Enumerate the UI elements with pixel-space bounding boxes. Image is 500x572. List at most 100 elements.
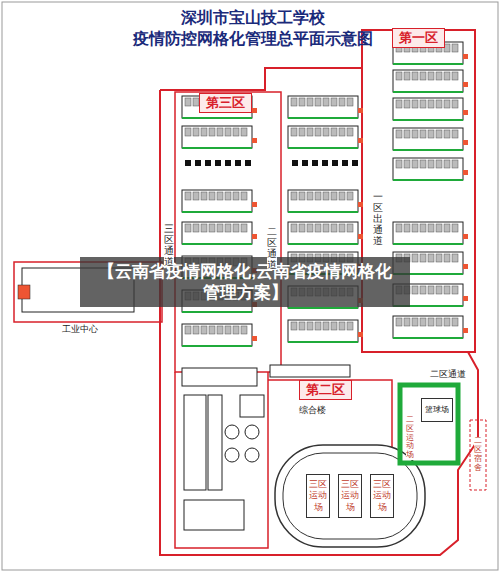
- fan: [245, 425, 259, 439]
- room: [347, 98, 353, 106]
- building: [208, 395, 222, 490]
- gate: [18, 285, 30, 299]
- gate: [463, 54, 468, 59]
- room: [225, 128, 231, 136]
- room: [233, 192, 239, 200]
- area-label: 工业中心: [62, 323, 98, 336]
- equipment: [185, 160, 191, 166]
- room: [209, 326, 215, 334]
- dorm-block: [393, 316, 463, 338]
- room: [436, 224, 442, 232]
- vertical-label: 三区通道: [164, 223, 174, 267]
- vertical-label: 一区出通道: [373, 191, 383, 246]
- room: [420, 130, 426, 138]
- zone-label: 第二区: [299, 380, 352, 400]
- room: [428, 286, 434, 294]
- room: [452, 286, 458, 294]
- node-text: 篮球场: [425, 405, 449, 415]
- running-track: [283, 453, 417, 539]
- gate: [358, 332, 363, 337]
- equipment: [332, 160, 338, 166]
- room: [315, 128, 321, 136]
- room: [412, 130, 418, 138]
- title: 深圳市宝山技工学校 疫情防控网格化管理总平面示意图: [115, 8, 390, 50]
- room: [323, 322, 329, 330]
- room: [185, 192, 191, 200]
- sports-ground: [400, 385, 458, 463]
- node-text: 三区运动场: [373, 479, 391, 513]
- dorm-block: [393, 222, 463, 244]
- room: [331, 192, 337, 200]
- room: [444, 72, 450, 80]
- boundary: [160, 90, 478, 555]
- room: [436, 72, 442, 80]
- room: [452, 254, 458, 262]
- room: [412, 224, 418, 232]
- room: [323, 98, 329, 106]
- room: [396, 318, 402, 326]
- room: [331, 128, 337, 136]
- gate: [463, 170, 468, 175]
- room: [201, 326, 207, 334]
- room: [307, 128, 313, 136]
- room: [307, 322, 313, 330]
- gate: [252, 138, 257, 143]
- room: [299, 128, 305, 136]
- room: [209, 128, 215, 136]
- zone-label: 第一区: [392, 28, 445, 48]
- equipment: [235, 160, 241, 166]
- room: [428, 224, 434, 232]
- gate: [252, 108, 257, 113]
- gate: [463, 110, 468, 115]
- dorm-block: [288, 222, 358, 244]
- room: [396, 72, 402, 80]
- room: [404, 318, 410, 326]
- room: [331, 98, 337, 106]
- green-strip: [182, 117, 252, 119]
- room: [444, 254, 450, 262]
- green-strip: [393, 243, 463, 245]
- gate: [358, 202, 363, 207]
- room: [428, 130, 434, 138]
- room: [412, 318, 418, 326]
- room: [323, 192, 329, 200]
- fan: [225, 448, 239, 462]
- room: [241, 192, 247, 200]
- vertical-label: 二区宿舍: [474, 437, 482, 472]
- zone-boundary: [470, 420, 486, 490]
- room: [225, 224, 231, 232]
- equipment: [225, 160, 231, 166]
- dorm-block: [288, 320, 358, 342]
- room: [299, 192, 305, 200]
- green-strip: [288, 307, 358, 309]
- green-strip: [393, 91, 463, 93]
- room: [217, 128, 223, 136]
- equipment: [342, 160, 348, 166]
- dorm-block: [393, 98, 463, 120]
- building: [270, 365, 350, 377]
- green-strip: [393, 179, 463, 181]
- green-strip: [182, 243, 252, 245]
- node-text: 三区运动场: [341, 479, 359, 513]
- building: [182, 368, 257, 386]
- room: [452, 224, 458, 232]
- room: [420, 318, 426, 326]
- dorm-block: [182, 324, 252, 346]
- dorm-block: [393, 128, 463, 150]
- building: [184, 500, 244, 530]
- room: [347, 128, 353, 136]
- zone-label: 第三区: [199, 93, 252, 113]
- room: [420, 160, 426, 168]
- room: [404, 224, 410, 232]
- room: [436, 318, 442, 326]
- room: [217, 224, 223, 232]
- room: [323, 224, 329, 232]
- room: [291, 128, 297, 136]
- equipment: [322, 160, 328, 166]
- room: [315, 322, 321, 330]
- gate: [463, 82, 468, 87]
- green-strip: [393, 119, 463, 121]
- room: [299, 322, 305, 330]
- green-strip: [288, 341, 358, 343]
- room: [412, 100, 418, 108]
